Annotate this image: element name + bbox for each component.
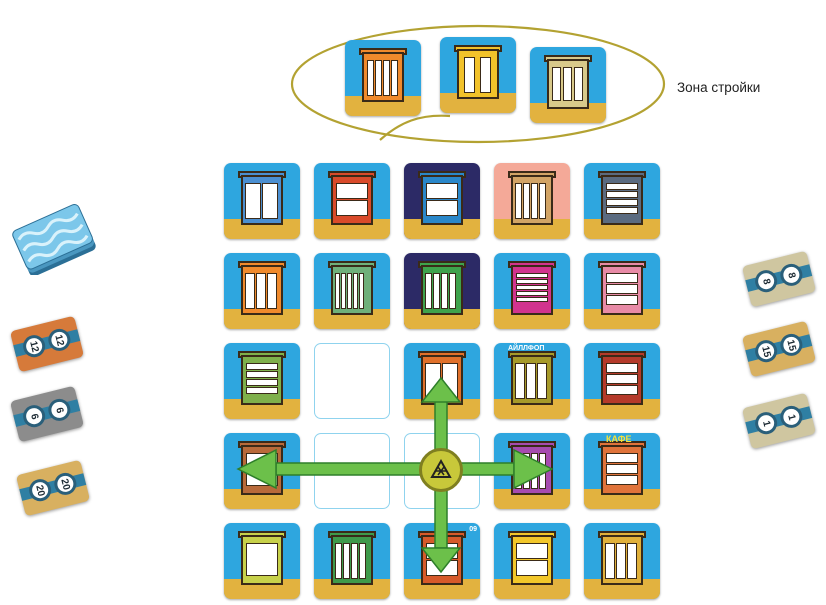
building-tile-green-arch[interactable] (314, 253, 390, 329)
building-tile-blue-tower[interactable] (224, 163, 300, 239)
crane-token-icon[interactable] (419, 448, 463, 492)
empty-lot[interactable] (314, 343, 390, 419)
building-tile-peach-pink[interactable] (494, 163, 570, 239)
construction-zone-label: Зона стройки (677, 80, 760, 95)
zone-tile-3[interactable] (530, 47, 606, 123)
building-tile-orange-hut[interactable] (224, 253, 300, 329)
building-tile-green-rows[interactable] (224, 343, 300, 419)
building-tile-brown-house[interactable] (224, 433, 300, 509)
building-tile-night-blue[interactable] (404, 163, 480, 239)
building-tile-green-tall[interactable] (314, 523, 390, 599)
building-tile-gray-tower[interactable] (584, 163, 660, 239)
building-tile-yellow-green[interactable] (224, 523, 300, 599)
tile-sign: КАФЕ (606, 434, 631, 444)
building-tile-olive-tall[interactable]: АЙЛЛФОП (494, 343, 570, 419)
zone-tile-1[interactable] (345, 40, 421, 116)
empty-lot[interactable] (314, 433, 390, 509)
building-tile-orange-crane[interactable] (404, 343, 480, 419)
building-tile-yellow-tower[interactable] (584, 523, 660, 599)
building-tile-yellow-hut[interactable] (494, 523, 570, 599)
building-tile-pink-box[interactable] (584, 253, 660, 329)
building-tile-red-house[interactable] (314, 163, 390, 239)
building-tile-red-brick[interactable] (584, 343, 660, 419)
zone-tile-2[interactable] (440, 37, 516, 113)
building-tile-blue-shop[interactable]: 09 (404, 523, 480, 599)
card-deck-icon[interactable] (4, 195, 104, 275)
building-tile-pink-stripes[interactable] (494, 253, 570, 329)
tile-sign: 09 (469, 526, 477, 533)
building-tile-cafe[interactable]: КАФЕ (584, 433, 660, 509)
tile-sign: АЙЛЛФОП (508, 345, 544, 352)
building-tile-purple-cafe[interactable] (494, 433, 570, 509)
building-tile-night-green[interactable] (404, 253, 480, 329)
